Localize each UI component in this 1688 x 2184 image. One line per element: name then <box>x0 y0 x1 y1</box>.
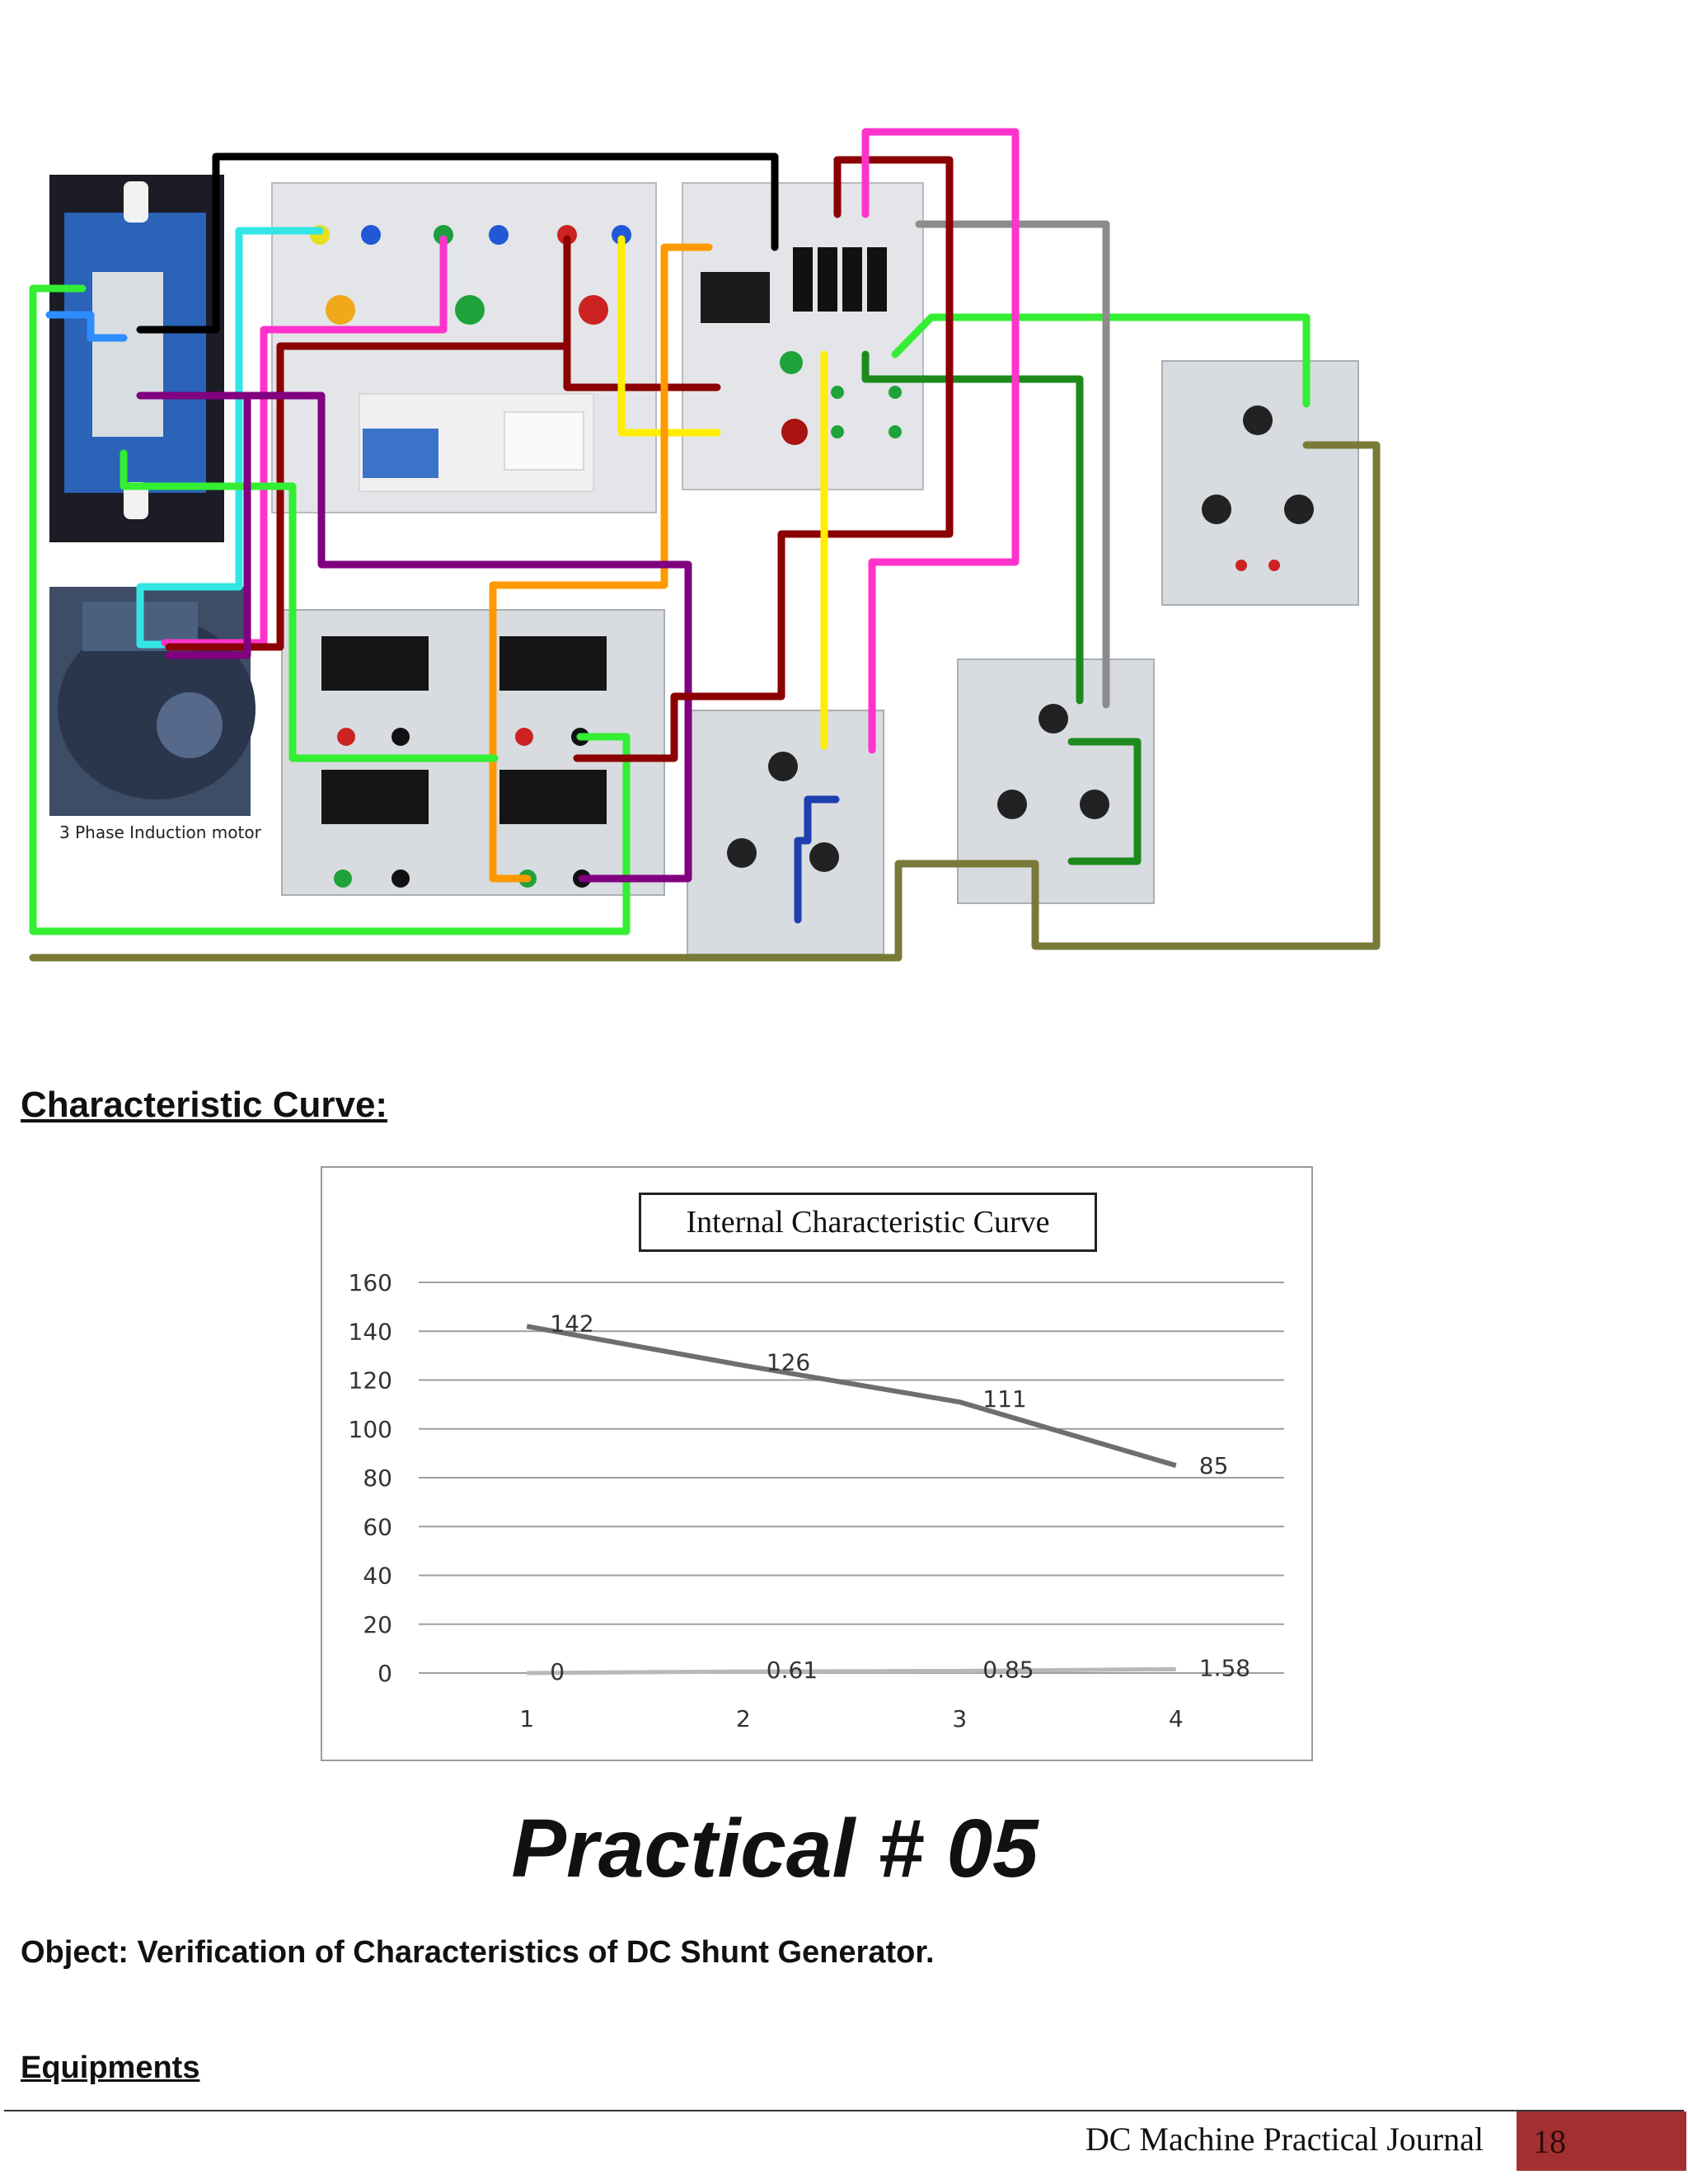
rheostat-panel-3 <box>1161 360 1359 606</box>
x-tick-label: 4 <box>1169 1705 1184 1732</box>
wire <box>136 152 779 334</box>
footer-rule <box>4 2110 1684 2111</box>
data-label: 111 <box>982 1385 1026 1413</box>
line-chart: 0 20 40 60 80 100 120 140 160 1 2 3 4 142 126 111 85 0 0.6… <box>349 1269 1284 1732</box>
switch-panel <box>682 182 924 490</box>
chart-frame <box>321 1166 1313 1761</box>
data-label: 0.85 <box>982 1656 1034 1683</box>
wire <box>891 313 1311 408</box>
section-heading: Characteristic Curve: <box>21 1085 388 1125</box>
rheostat-panel-1 <box>687 710 884 955</box>
page-number: 18 <box>1517 2111 1686 2171</box>
wire <box>617 235 721 437</box>
wire <box>136 227 324 649</box>
wire <box>794 795 840 924</box>
motor-photo <box>49 587 256 816</box>
motor-terminal-box <box>49 175 224 542</box>
practical-title: Practical # 05 <box>511 1802 1039 1895</box>
data-label: 0.61 <box>767 1657 818 1684</box>
x-tick-label: 1 <box>519 1705 534 1732</box>
wiring-diagram <box>29 128 1381 962</box>
data-label: 142 <box>550 1310 593 1337</box>
x-tick-label: 2 <box>736 1705 751 1732</box>
wire <box>165 342 284 651</box>
wire <box>489 243 713 883</box>
wire <box>861 350 1084 705</box>
y-tick-label: 40 <box>363 1563 392 1590</box>
wire <box>136 391 692 883</box>
y-tick-label: 60 <box>363 1513 392 1540</box>
wire <box>915 220 1110 709</box>
y-tick-label: 160 <box>349 1269 392 1296</box>
wire <box>165 391 251 659</box>
connection-wires <box>29 128 1381 962</box>
wire <box>29 284 631 935</box>
object-line: Object: Verification of Characteristics … <box>21 1935 935 1970</box>
wire <box>573 156 954 762</box>
data-label: 0 <box>550 1658 565 1685</box>
data-label: 126 <box>767 1349 810 1376</box>
series-line <box>526 1324 1177 1469</box>
series-line <box>527 1666 1176 1675</box>
wire <box>29 441 1381 962</box>
equipments-heading: Equipments <box>21 2050 200 2085</box>
y-tick-label: 140 <box>349 1318 392 1345</box>
journal-title: DC Machine Practical Journal <box>1085 2121 1484 2158</box>
motor-caption: 3 Phase Induction motor <box>59 823 261 842</box>
x-tick-label: 3 <box>952 1705 967 1732</box>
chart-title: Internal Characteristic Curve <box>639 1193 1097 1252</box>
wire <box>120 449 499 762</box>
wire <box>1067 738 1142 865</box>
y-tick-label: 0 <box>377 1660 392 1687</box>
wire <box>161 235 448 647</box>
y-tick-label: 20 <box>363 1611 392 1638</box>
y-tick-label: 80 <box>363 1465 392 1492</box>
data-label: 85 <box>1199 1452 1229 1479</box>
meter-panel <box>281 609 665 896</box>
wire <box>45 311 128 342</box>
y-tick-label: 100 <box>349 1416 392 1443</box>
data-label: 1.58 <box>1199 1654 1250 1681</box>
y-tick-label: 120 <box>349 1367 392 1394</box>
wire <box>861 128 1020 754</box>
